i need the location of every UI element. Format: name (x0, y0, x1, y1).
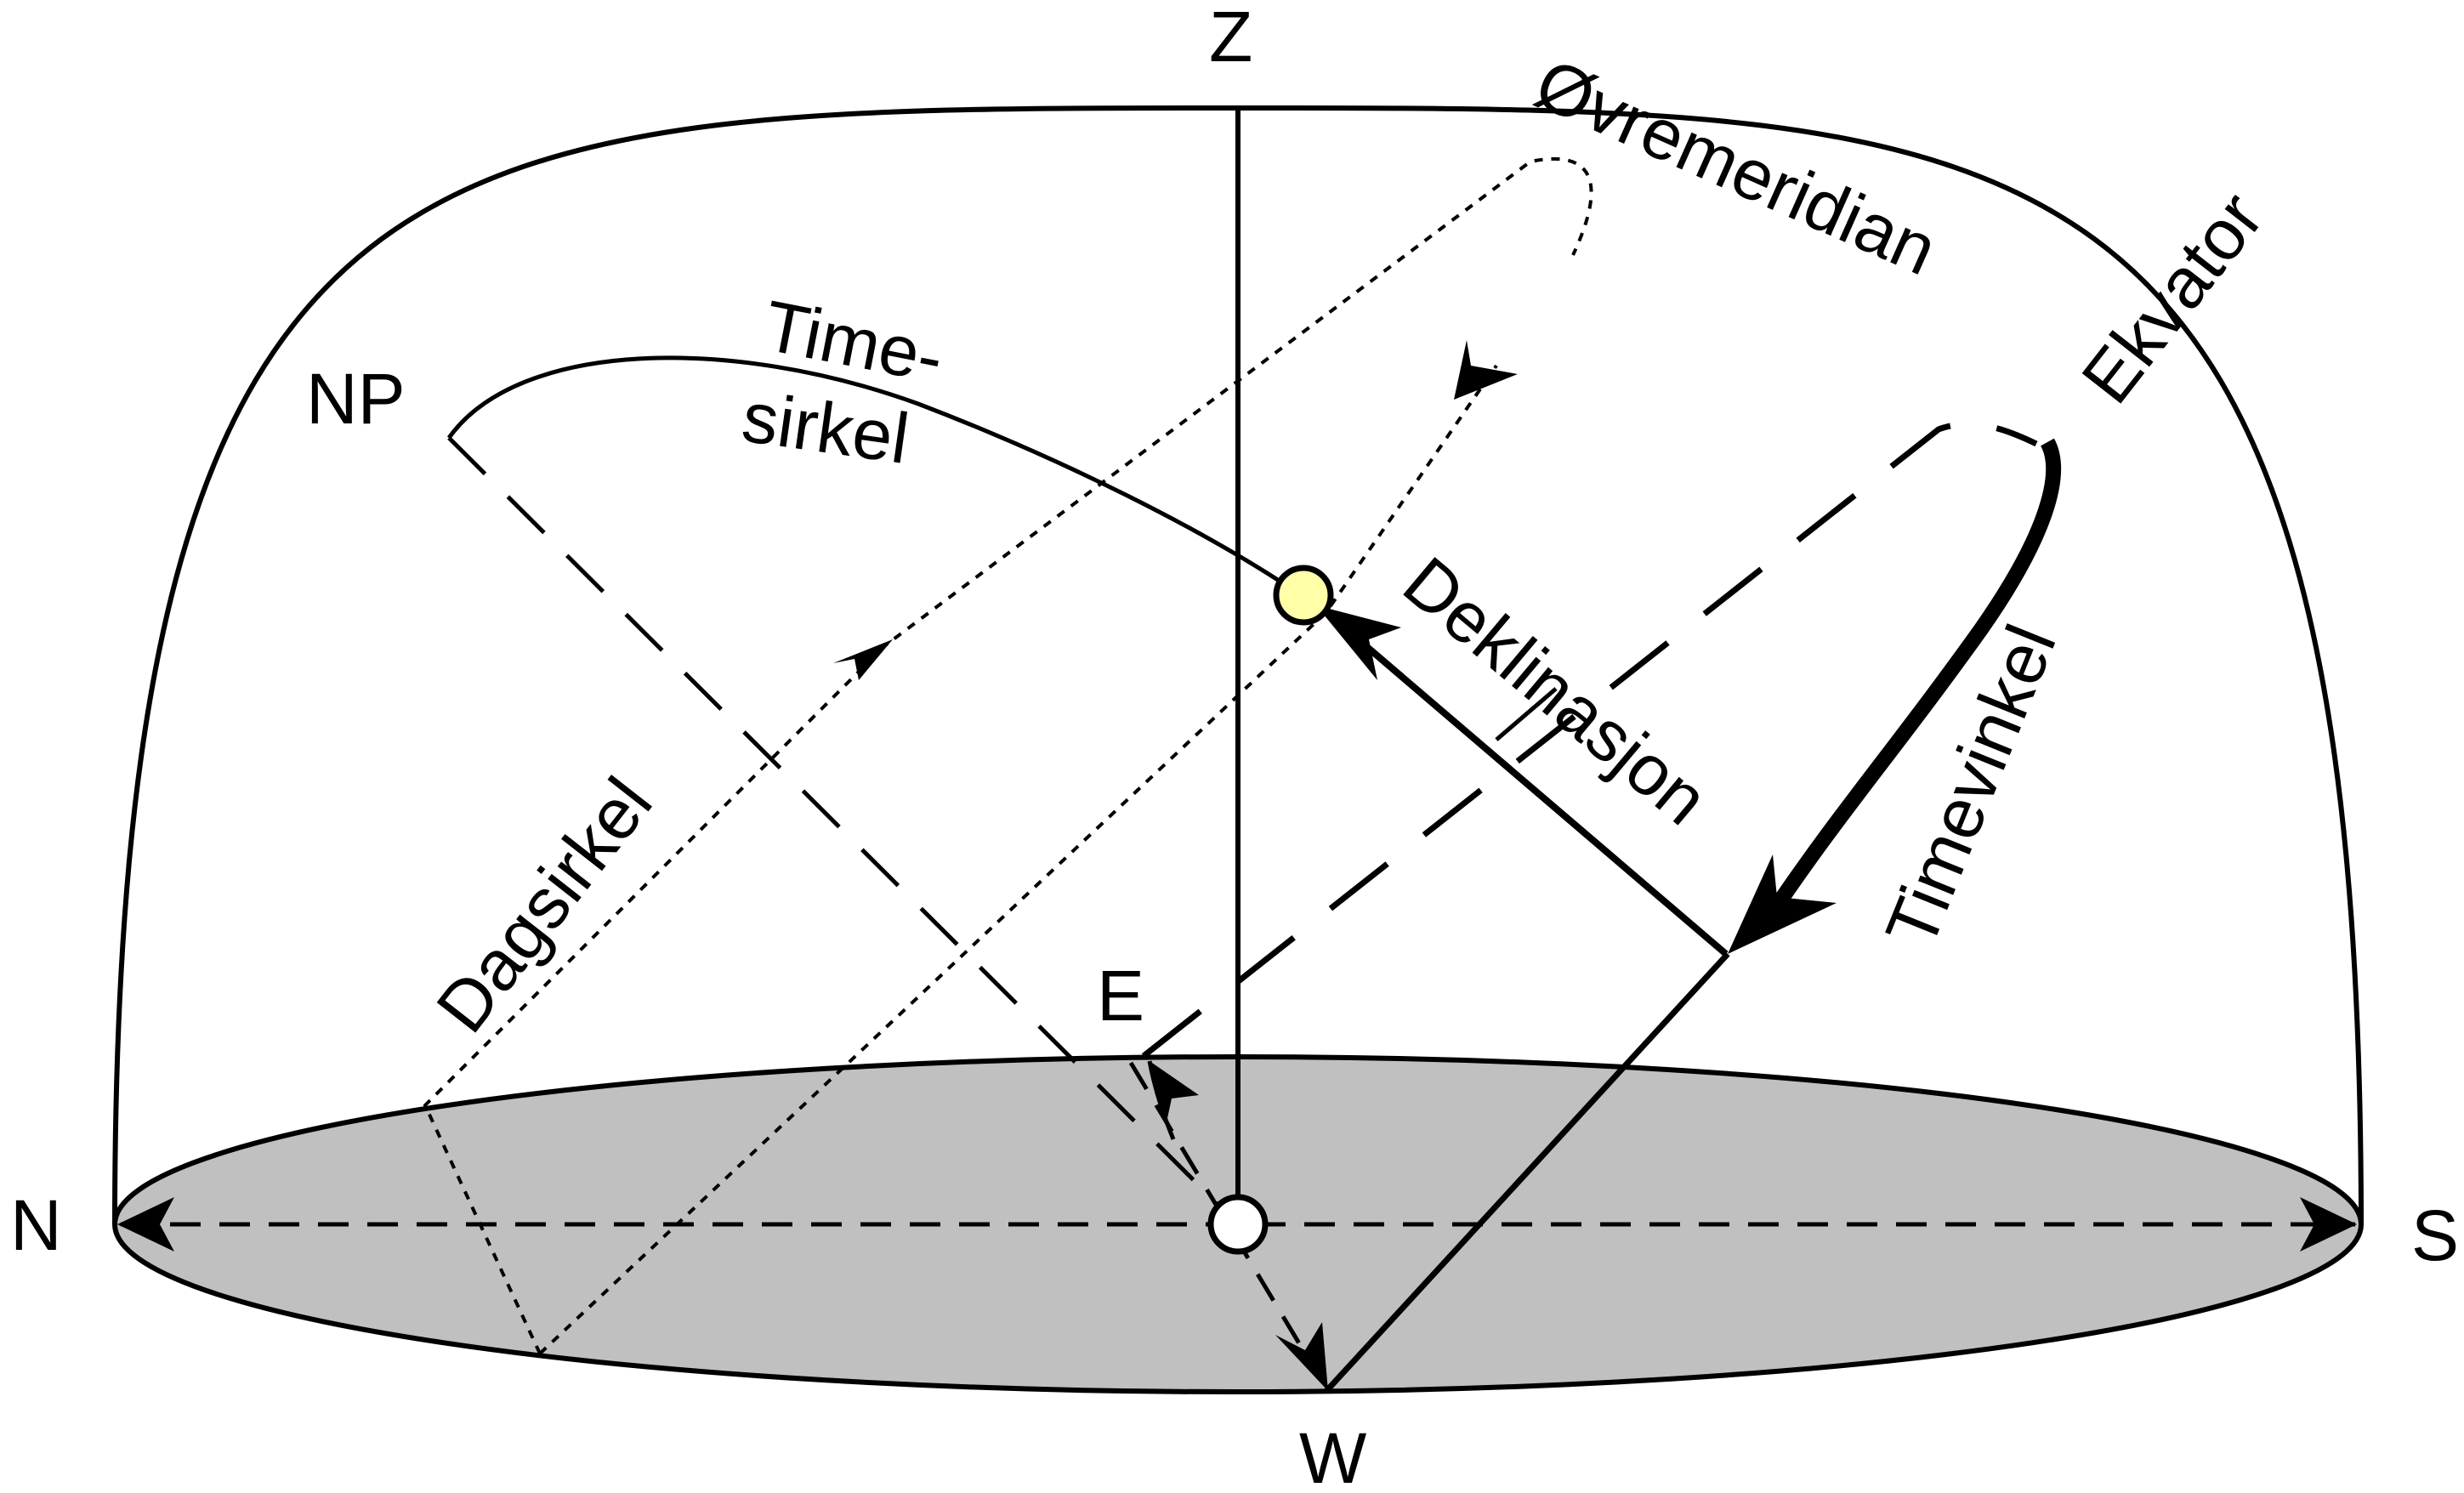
south-arrowhead (2300, 1197, 2357, 1252)
declination-arrowhead (1316, 605, 1401, 680)
east-arrowhead (1150, 1061, 1199, 1122)
label-north-pole: NP (306, 359, 406, 439)
hour-angle-arrowhead (1728, 854, 1837, 954)
label-declination: Deklinasjon (1388, 542, 1723, 840)
observer-marker (1207, 1194, 1269, 1255)
label-hour-angle: Timevinkel (1871, 614, 2071, 958)
hour-circle (446, 355, 1303, 598)
polar-axis (447, 436, 1240, 1226)
meridian-to-west-line (1324, 951, 1730, 1394)
day-circle-lower (538, 364, 1498, 1355)
declination-arc (1324, 609, 1729, 957)
label-day-circle: Dagsirkel (421, 763, 667, 1047)
hour-angle-arc (1762, 438, 2061, 922)
day-circle-arrow-up (833, 639, 893, 680)
label-upper-meridian: Øvremeridian (1524, 43, 1949, 291)
day-circle-arrow-down (1454, 340, 1518, 400)
star-marker (1273, 565, 1334, 626)
label-equator: Ekvator (2066, 178, 2278, 417)
label-east: E (1097, 956, 1144, 1036)
celestial-equator (1141, 421, 2038, 1059)
label-zenith: Z (1209, 0, 1252, 77)
label-north: N (10, 1185, 62, 1265)
east-arrow-curve (1147, 1060, 1176, 1140)
declination-tick (1495, 687, 1558, 741)
label-south: S (2411, 1195, 2459, 1275)
north-arrowhead (117, 1197, 174, 1252)
day-circle (423, 156, 1593, 1354)
label-west: W (1299, 1418, 1366, 1493)
west-arrowhead (1275, 1322, 1328, 1391)
